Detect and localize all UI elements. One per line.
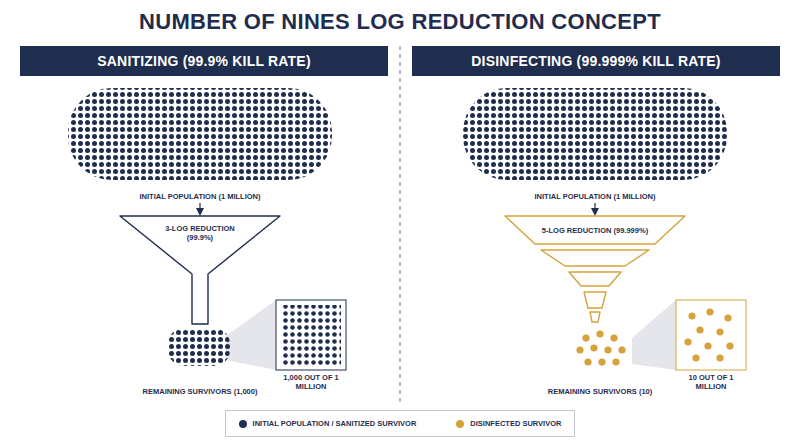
zoom-box — [676, 300, 746, 370]
legend-box: INITIAL POPULATION / SANITIZED SURVIVOR D… — [225, 410, 575, 437]
legend-swatch — [456, 420, 464, 428]
zoom-wedge — [226, 300, 276, 370]
text-label: 1,000 OUT OF 1 MILLION — [279, 374, 343, 391]
band-heading: DISINFECTING (99.999% KILL RATE) — [471, 53, 720, 69]
legend-entry: INITIAL POPULATION / SANITIZED SURVIVOR — [239, 419, 417, 428]
diagram-title: NUMBER OF NINES LOG REDUCTION CONCEPT — [0, 9, 800, 34]
funnel-label: 5-LOG REDUCTION (99.999%) — [525, 226, 665, 235]
divider-line — [399, 46, 400, 402]
zoom-wedge — [632, 300, 676, 370]
funnel-label: 3-LOG REDUCTION (99.9%) — [160, 224, 240, 243]
population-blob — [68, 88, 332, 180]
funnel-tier — [590, 312, 600, 322]
funnel-tier — [569, 272, 621, 286]
funnel-shape: 5-LOG REDUCTION (99.999%) — [505, 216, 685, 326]
flow-arrow — [199, 203, 200, 212]
text-label: REMAINING SURVIVORS (1,000) — [115, 388, 285, 397]
legend-text: INITIAL POPULATION / SANITIZED SURVIVOR — [253, 419, 417, 428]
funnel-tier — [541, 250, 649, 266]
population-blob — [463, 88, 727, 180]
zoom-dots — [281, 305, 341, 365]
text-label: 10 OUT OF 1 MILLION — [679, 374, 743, 391]
funnel-tier — [584, 292, 606, 308]
legend-text: DISINFECTED SURVIVOR — [470, 419, 561, 428]
text-label: INITIAL POPULATION (1 MILLION) — [485, 193, 705, 202]
zoom-box — [276, 300, 346, 370]
flow-arrow — [594, 203, 595, 212]
disinfected-survivors — [576, 330, 625, 365]
funnel-tier — [120, 216, 280, 324]
funnel-shape: 3-LOG REDUCTION (99.9%) — [120, 216, 280, 326]
funnel-tier — [505, 216, 685, 244]
legend-swatch — [239, 420, 247, 428]
section-band: DISINFECTING (99.999% KILL RATE) — [412, 46, 780, 76]
text-label: REMAINING SURVIVORS (10) — [515, 388, 685, 397]
zoom-dots — [684, 308, 733, 361]
text-label: INITIAL POPULATION (1 MILLION) — [90, 193, 310, 202]
band-heading: SANITIZING (99.9% KILL RATE) — [97, 53, 311, 69]
section-band: SANITIZING (99.9% KILL RATE) — [20, 46, 388, 76]
legend-entry: DISINFECTED SURVIVOR — [456, 419, 561, 428]
survivor-cluster — [168, 328, 230, 366]
